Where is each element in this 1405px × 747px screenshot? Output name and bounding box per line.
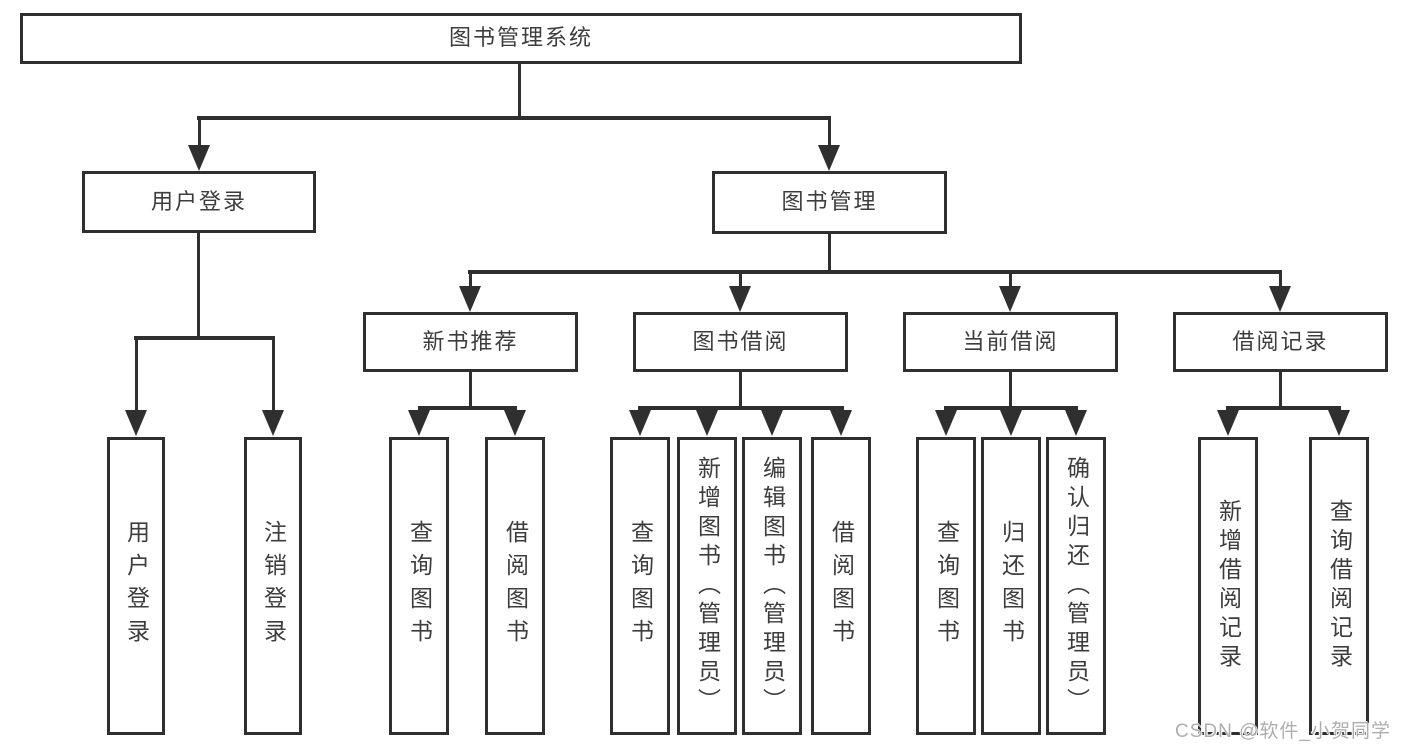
connector-line [638,406,844,410]
leaf-query-books-current-label: 查询图书 [933,520,960,652]
leaf-query-books-borrowing: 查询图书 [610,437,670,735]
arrow-down-icon [125,410,147,436]
arrow-down-icon [935,410,957,436]
node-book-management: 图书管理 [712,171,947,234]
connector-line [197,116,831,120]
connector-line [197,233,200,336]
node-borrow-records: 借阅记录 [1173,312,1388,372]
node-library-system-label: 图书管理系统 [448,25,593,51]
node-new-book-recommend: 新书推荐 [363,312,578,372]
node-new-book-recommend-label: 新书推荐 [422,328,519,354]
arrow-down-icon [1065,410,1087,436]
arrow-down-icon [1217,410,1239,436]
leaf-query-borrow-record: 查询借阅记录 [1309,437,1369,735]
connector-line [1226,406,1341,410]
arrow-down-icon [408,410,430,436]
leaf-logout-login: 注销登录 [244,437,302,735]
leaf-borrow-books-recommend: 借阅图书 [485,437,545,735]
arrow-down-icon [830,410,852,436]
connector-line [944,406,1078,410]
leaf-confirm-return-admin: 确认归还（管理员） [1046,437,1106,735]
node-user-login-label: 用户登录 [150,188,247,214]
connector-line [739,372,742,406]
connector-line [1279,372,1282,406]
node-book-borrowing: 图书借阅 [633,312,848,372]
connector-line [469,274,472,288]
arrow-down-icon [761,410,783,436]
arrow-down-icon [1269,286,1291,312]
arrow-down-icon [459,286,481,312]
leaf-query-books-recommend-label: 查询图书 [406,520,433,652]
node-current-borrowing: 当前借阅 [903,312,1118,372]
leaf-borrow-books-recommend-label: 借阅图书 [502,520,529,652]
leaf-return-books: 归还图书 [981,437,1041,735]
leaf-logout-login-label: 注销登录 [260,520,287,652]
leaf-add-books-admin-label: 新增图书（管理员） [694,455,721,717]
leaf-confirm-return-admin-label: 确认归还（管理员） [1063,455,1090,717]
connector-line [272,340,275,410]
connector-line [828,234,831,270]
connector-line [469,372,472,406]
node-user-login: 用户登录 [82,171,316,233]
arrow-down-icon [999,286,1021,312]
node-library-system: 图书管理系统 [20,13,1022,64]
connector-line [739,274,742,288]
arrow-down-icon [1328,410,1350,436]
connector-line [135,340,138,410]
connector-line [828,120,831,146]
node-borrow-records-label: 借阅记录 [1232,328,1329,354]
connector-line [1009,274,1012,288]
connector-line [418,406,517,410]
node-current-borrowing-label: 当前借阅 [962,328,1059,354]
arrow-down-icon [696,410,718,436]
leaf-user-login-label: 用户登录 [123,520,150,652]
leaf-borrow-books-borrowing-label: 借阅图书 [828,520,855,652]
node-book-borrowing-label: 图书借阅 [692,328,789,354]
leaf-user-login: 用户登录 [107,437,165,735]
connector-line [198,120,201,146]
leaf-edit-books-admin-label: 编辑图书（管理员） [759,455,786,717]
leaf-query-books-current: 查询图书 [916,437,976,735]
connector-line [1279,274,1282,288]
connector-line [134,336,275,340]
arrow-down-icon [1000,410,1022,436]
arrow-down-icon [729,286,751,312]
arrow-down-icon [504,410,526,436]
csdn-watermark: CSDN @软件_小贺同学 [1175,721,1391,742]
leaf-borrow-books-borrowing: 借阅图书 [811,437,871,735]
arrow-down-icon [818,145,840,171]
leaf-add-borrow-record: 新增借阅记录 [1198,437,1258,735]
node-book-management-label: 图书管理 [781,189,878,215]
leaf-add-books-admin: 新增图书（管理员） [677,437,737,735]
leaf-query-books-borrowing-label: 查询图书 [627,520,654,652]
connector-line [468,270,1282,274]
leaf-add-borrow-record-label: 新增借阅记录 [1215,499,1242,673]
arrow-down-icon [629,410,651,436]
connector-line [1009,372,1012,406]
leaf-edit-books-admin: 编辑图书（管理员） [742,437,802,735]
leaf-query-borrow-record-label: 查询借阅记录 [1326,499,1353,673]
arrow-down-icon [262,410,284,436]
arrow-down-icon [188,145,210,171]
leaf-query-books-recommend: 查询图书 [389,437,449,735]
connector-line [518,64,521,116]
leaf-return-books-label: 归还图书 [998,520,1025,652]
